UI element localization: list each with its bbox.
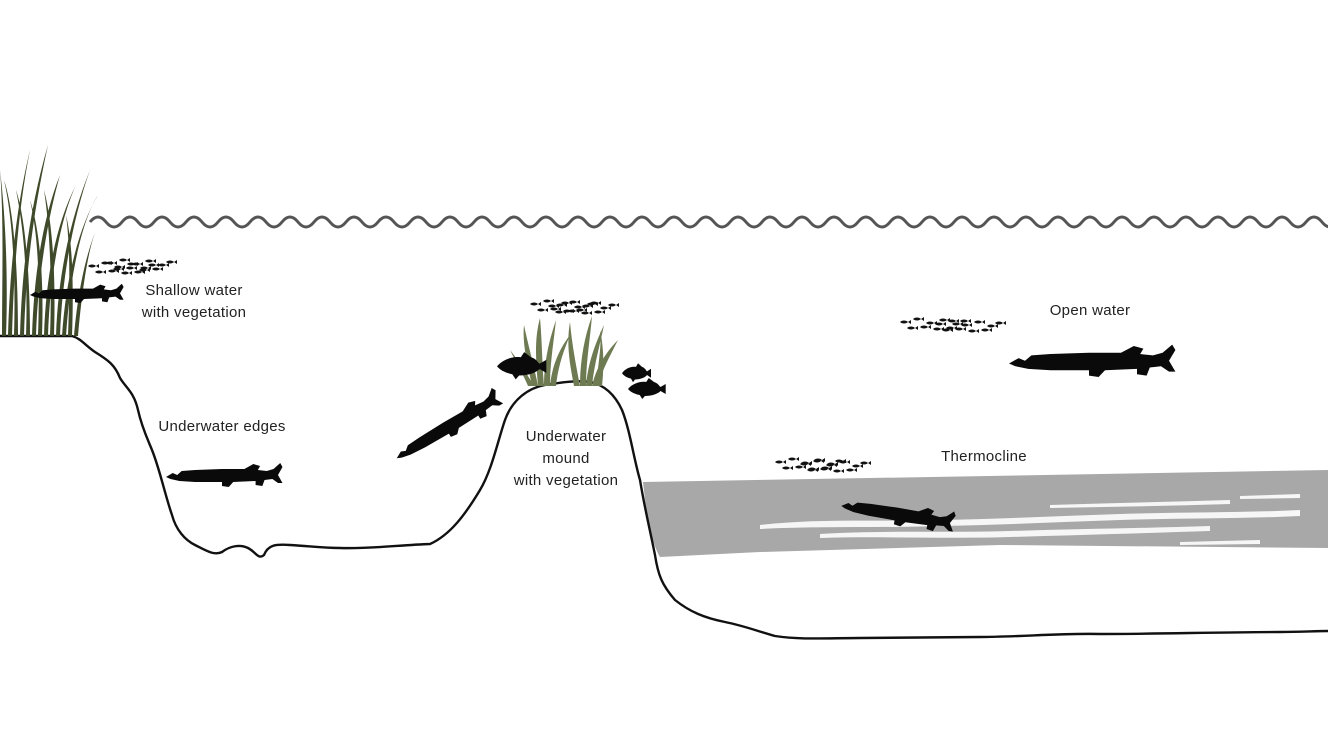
label-shallow-water: Shallow water with vegetation — [126, 280, 262, 324]
pike-icon — [30, 283, 124, 303]
thermocline-layer — [643, 470, 1328, 557]
label-thermocline-text: Thermocline — [941, 448, 1027, 465]
water-plant-icon — [510, 316, 618, 386]
perch-icon — [622, 363, 651, 383]
wave-icon — [88, 215, 1328, 229]
label-mound-line-1: Underwater — [525, 428, 607, 445]
label-shallow-line-1: Shallow water — [145, 282, 243, 299]
label-edges-text: Underwater edges — [158, 418, 286, 435]
label-mound-line-2: mound — [542, 450, 590, 467]
lake-bottom-outline — [0, 334, 1328, 640]
label-thermocline: Thermocline — [928, 446, 1040, 468]
label-shallow-line-2: with vegetation — [141, 304, 247, 321]
reed-icon — [0, 145, 98, 336]
pike-icon — [1009, 344, 1176, 377]
label-open-water: Open water — [1036, 300, 1144, 322]
label-underwater-mound: Underwater mound with vegetation — [496, 426, 636, 492]
label-underwater-edges: Underwater edges — [142, 416, 302, 438]
pike-icon — [390, 386, 506, 467]
label-mound-line-3: with vegetation — [513, 472, 619, 489]
label-open-water-text: Open water — [1049, 302, 1131, 319]
pike-icon — [166, 463, 283, 487]
